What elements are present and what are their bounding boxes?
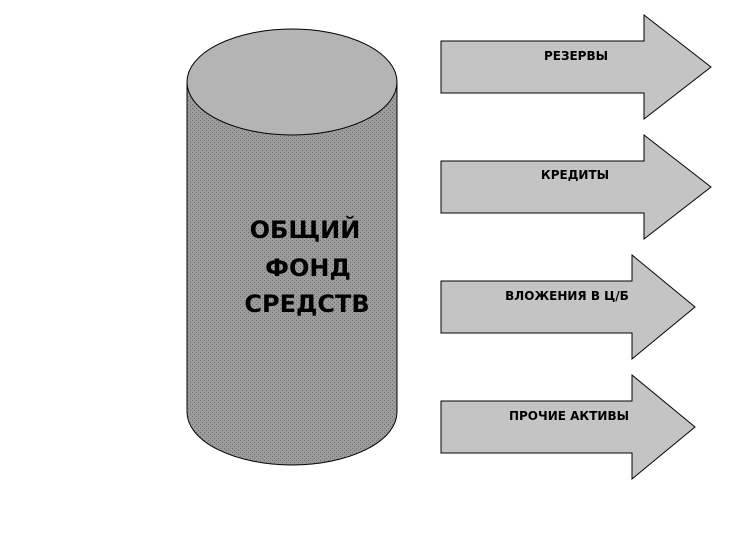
arrow-label: ВЛОЖЕНИЯ В Ц/Б [505,289,629,303]
arrow-label: КРЕДИТЫ [541,168,609,182]
arrow-shape [440,13,712,121]
arrow-shape [440,253,696,361]
fund-label-line-2: ФОНД [265,254,351,282]
arrow-credits: КРЕДИТЫ [440,133,712,241]
arrow-other-assets: ПРОЧИЕ АКТИВЫ [440,373,696,481]
arrow-label: ПРОЧИЕ АКТИВЫ [509,409,629,423]
fund-label-line-3: СРЕДСТВ [244,290,369,318]
arrow-label: РЕЗЕРВЫ [544,49,608,63]
arrow-shape [440,373,696,481]
cylinder-body [186,82,398,466]
fund-label-line-1: ОБЩИЙ [250,215,361,244]
arrow-securities: ВЛОЖЕНИЯ В Ц/Б [440,253,696,361]
arrow-reserves: РЕЗЕРВЫ [440,13,712,121]
fund-cylinder: ОБЩИЙ ФОНД СРЕДСТВ [186,28,398,466]
arrow-shape [440,133,712,241]
cylinder-top [186,28,398,136]
